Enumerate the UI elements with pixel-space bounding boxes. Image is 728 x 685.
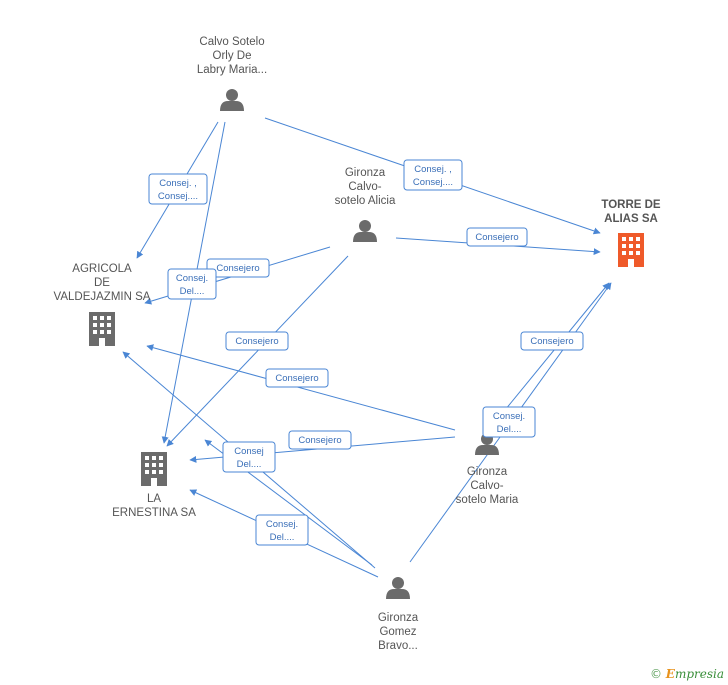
node-label: Calvo- (348, 181, 381, 193)
person-icon (386, 577, 410, 599)
edge-label-9[interactable]: Consej. Del.... (482, 406, 536, 438)
node-label: ALIAS SA (604, 213, 658, 225)
edge-label-box (222, 441, 276, 473)
edge-label-1[interactable]: Consej. , Consej.... (148, 173, 208, 205)
edge-label-8[interactable]: Consejero (520, 331, 584, 351)
edge-label-box (255, 514, 309, 546)
person-icon (353, 220, 377, 242)
edge-label-text: Consej. (266, 519, 298, 530)
edge-label-6[interactable]: Consejero (265, 368, 329, 388)
copyright-icon: © (649, 667, 662, 681)
edge-label-text: Consej. (493, 411, 525, 422)
edge-label-text: Consejero (216, 263, 259, 274)
node-gironza_gomez[interactable]: GironzaGomezBravo... (378, 577, 419, 652)
brand-footer: © Empresia (650, 667, 724, 681)
edge-label-text: Del.... (270, 532, 295, 543)
node-label: ERNESTINA SA (112, 507, 196, 519)
edge-gironza_alicia-la_ernestina (166, 255, 349, 447)
building-icon (141, 452, 167, 486)
edge-label-text: Del.... (180, 286, 205, 297)
edge-label-box (225, 331, 289, 351)
edge-label-text: Consej.... (413, 177, 453, 188)
edge-label-box (466, 227, 528, 247)
edge-label-text: Consej. (176, 273, 208, 284)
edge-label-text: Del.... (237, 459, 262, 470)
node-label: Gomez (379, 626, 416, 638)
node-torre_de_alias[interactable]: TORRE DE ALIAS SA (601, 199, 661, 267)
edge-label-text: Consej. , (159, 178, 197, 189)
edge-label-text: Consejero (298, 435, 341, 446)
edge-label-box (482, 406, 536, 438)
building-icon (89, 312, 115, 346)
edge-label-box (288, 430, 352, 450)
edge-gironza_maria-agricola (146, 344, 456, 431)
edge-label-text: Consejero (530, 336, 573, 347)
node-label: Gironza (345, 167, 386, 179)
edge-label-11[interactable]: Consej. Del.... (255, 514, 309, 546)
edge-label-text: Consejero (235, 336, 278, 347)
brand-logo-letter: E (665, 667, 675, 681)
edge-label-box (167, 268, 217, 300)
edge-label-box (265, 368, 329, 388)
node-label: VALDEJAZMIN SA (54, 291, 151, 303)
edge-label-text: Del.... (497, 424, 522, 435)
node-label: Bravo... (378, 640, 418, 652)
node-label: LA (147, 493, 161, 505)
node-label: DE (94, 277, 110, 289)
node-label: sotelo Alicia (335, 195, 396, 207)
node-label: Gironza (467, 466, 508, 478)
edge-label-box (520, 331, 584, 351)
building-icon (618, 233, 644, 267)
edge-label-0[interactable]: Consej. , Consej.... (403, 159, 463, 191)
edge-label-text: Consejero (475, 232, 518, 243)
edge-label-4[interactable]: Consejero (206, 258, 270, 278)
node-label: Orly De (213, 50, 252, 62)
edge-label-12[interactable]: ConsejDel.... (222, 441, 276, 473)
node-la_ernestina[interactable]: LA ERNESTINA SA (112, 452, 196, 519)
person-icon (220, 89, 244, 111)
node-label: AGRICOLA (72, 263, 132, 275)
node-label: Calvo Sotelo (199, 36, 264, 48)
node-label: TORRE DE (601, 199, 661, 211)
edge-label-text: Consej. , (414, 164, 452, 175)
node-label: Calvo- (470, 480, 503, 492)
edge-label-text: Consej.... (158, 191, 198, 202)
edge-label-box (403, 159, 463, 191)
edge-label-text: Consej (234, 446, 264, 457)
node-agricola[interactable]: AGRICOLA DE VALDEJAZMIN SA (54, 263, 151, 346)
node-label: sotelo Maria (456, 494, 519, 506)
edge-label-3[interactable]: Consejero (466, 227, 528, 247)
edge-label-10[interactable]: Consej. Del.... (167, 268, 217, 300)
node-label: Gironza (378, 612, 419, 624)
edge-label-box (206, 258, 270, 278)
edge-label-box (148, 173, 208, 205)
node-label: Labry Maria... (197, 64, 267, 76)
edge-label-5[interactable]: Consejero (225, 331, 289, 351)
brand-name: mpresia (674, 667, 724, 681)
edge-label-7[interactable]: Consejero (288, 430, 352, 450)
edge-label-text: Consejero (275, 373, 318, 384)
